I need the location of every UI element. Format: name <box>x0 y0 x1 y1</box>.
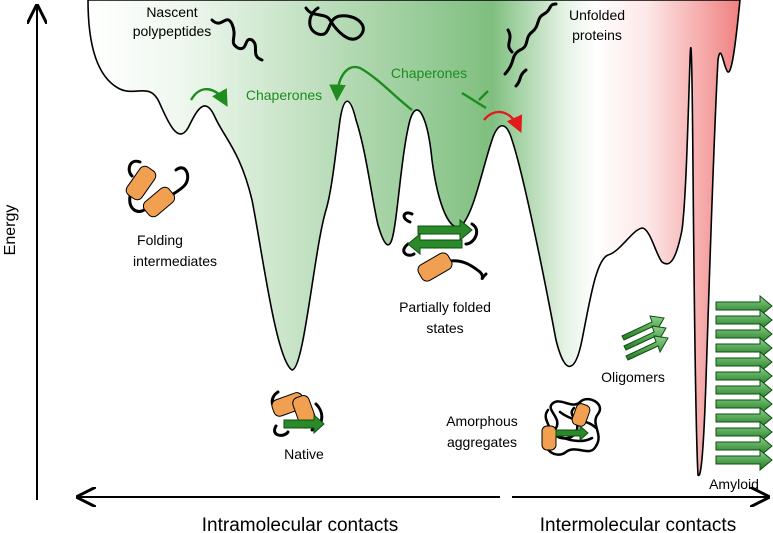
partially-folded-icon <box>402 211 488 282</box>
unfolded-label-line1: Unfolded <box>569 7 625 23</box>
amorphous-label-line2: aggregates <box>447 434 517 450</box>
inhibition-arrow-icon <box>483 110 523 134</box>
oligomers-icon <box>621 315 669 361</box>
amorphous-aggregates-icon <box>541 397 602 456</box>
folding-intermediate-icon <box>125 159 190 218</box>
amyloid-fibril-icon <box>715 294 773 472</box>
intermolecular-axis-label: Intermolecular contacts <box>540 515 736 533</box>
nascent-label-line2: polypeptides <box>133 23 212 39</box>
amorphous-label-line1: Amorphous <box>446 413 518 429</box>
chaperones-label-right: Chaperones <box>391 65 467 81</box>
amyloid-label: Amyloid <box>709 476 759 492</box>
nascent-chain-icon <box>210 18 264 62</box>
nascent-label-line1: Nascent <box>146 4 197 20</box>
folding-label-line1: Folding <box>137 232 183 248</box>
native-protein-icon <box>270 390 325 437</box>
chaperone-block-line-icon <box>461 90 489 110</box>
energy-axis-label: Energy <box>2 205 19 256</box>
chaperone-return-arrow-icon <box>329 65 413 111</box>
unfolded-label-line2: proteins <box>572 27 622 43</box>
intramolecular-axis-label: Intramolecular contacts <box>202 515 398 533</box>
partially-folded-label-line2: states <box>426 320 463 336</box>
oligomers-label: Oligomers <box>601 369 665 385</box>
chaperones-label-left: Chaperones <box>246 87 322 103</box>
native-label: Native <box>284 446 324 462</box>
energy-funnel-surface <box>87 0 741 477</box>
unfolded-chain-icon <box>503 2 558 88</box>
nascent-coil-icon <box>304 6 365 41</box>
folding-label-line2: intermediates <box>133 253 217 269</box>
chaperone-arrow-icon <box>189 88 228 107</box>
partially-folded-label-line1: Partially folded <box>399 299 491 315</box>
